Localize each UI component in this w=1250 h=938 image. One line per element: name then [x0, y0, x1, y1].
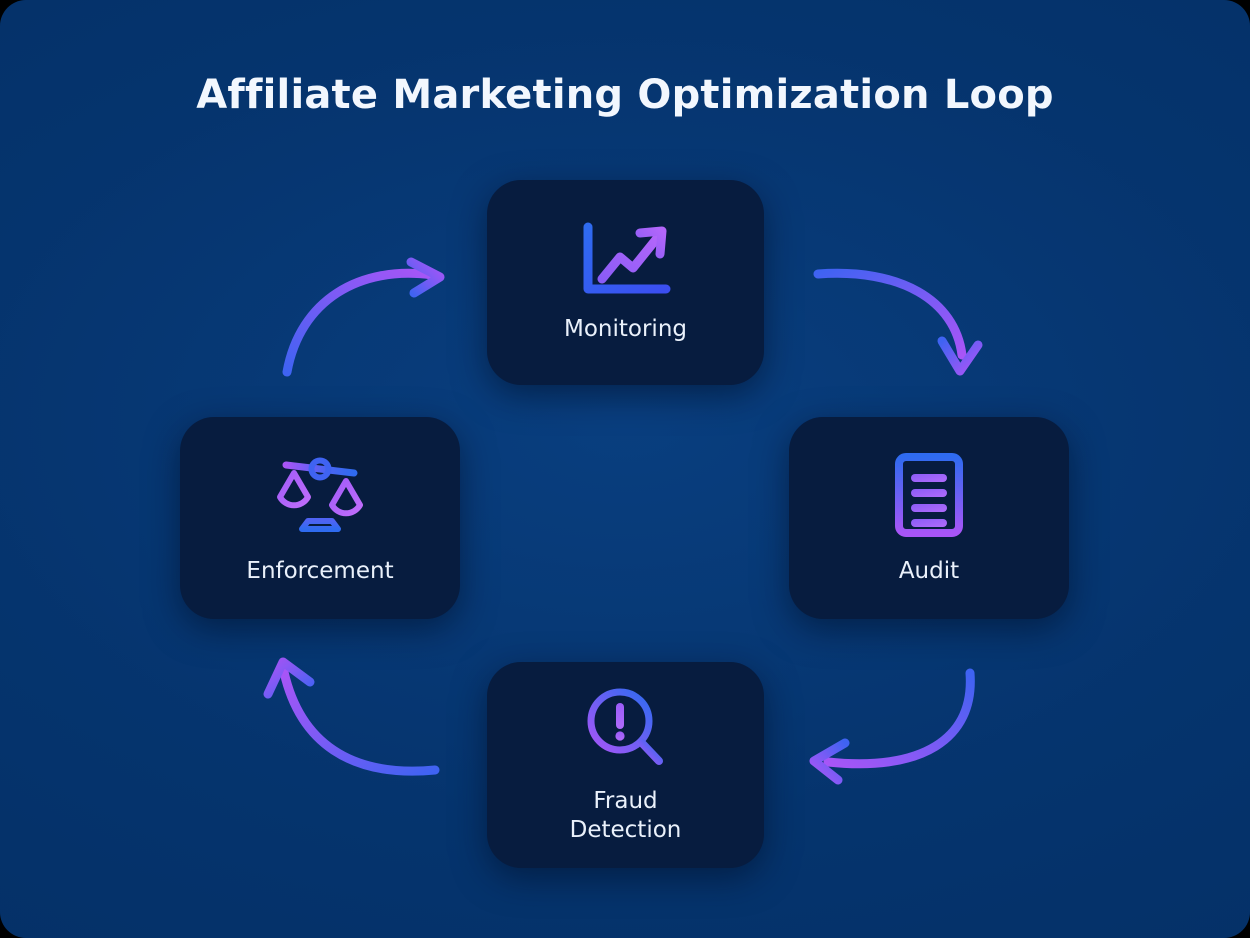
node-card-monitoring[interactable]: Monitoring — [487, 180, 764, 385]
node-label-monitoring: Monitoring — [564, 316, 687, 342]
arrow-audit-to-fraud — [809, 668, 975, 785]
page-title: Affiliate Marketing Optimization Loop — [196, 72, 1054, 118]
node-card-fraud-detection[interactable]: Fraud Detection — [487, 662, 764, 868]
arrow-enforcement-to-monitoring — [282, 257, 445, 377]
node-label-fraud-detection: Fraud Detection — [569, 788, 682, 843]
node-card-audit[interactable]: Audit — [789, 417, 1069, 619]
arrow-monitoring-to-audit — [813, 268, 983, 376]
node-label-enforcement: Enforcement — [246, 557, 394, 584]
node-label-audit: Audit — [898, 557, 960, 584]
arrow-fraud-to-enforcement — [263, 657, 440, 776]
node-card-enforcement[interactable]: Enforcement — [180, 417, 460, 619]
balance-scales-icon — [272, 451, 368, 539]
line-chart-uptrend-icon — [578, 221, 674, 301]
document-lines-icon — [891, 451, 967, 539]
magnifier-alert-icon — [583, 685, 669, 771]
